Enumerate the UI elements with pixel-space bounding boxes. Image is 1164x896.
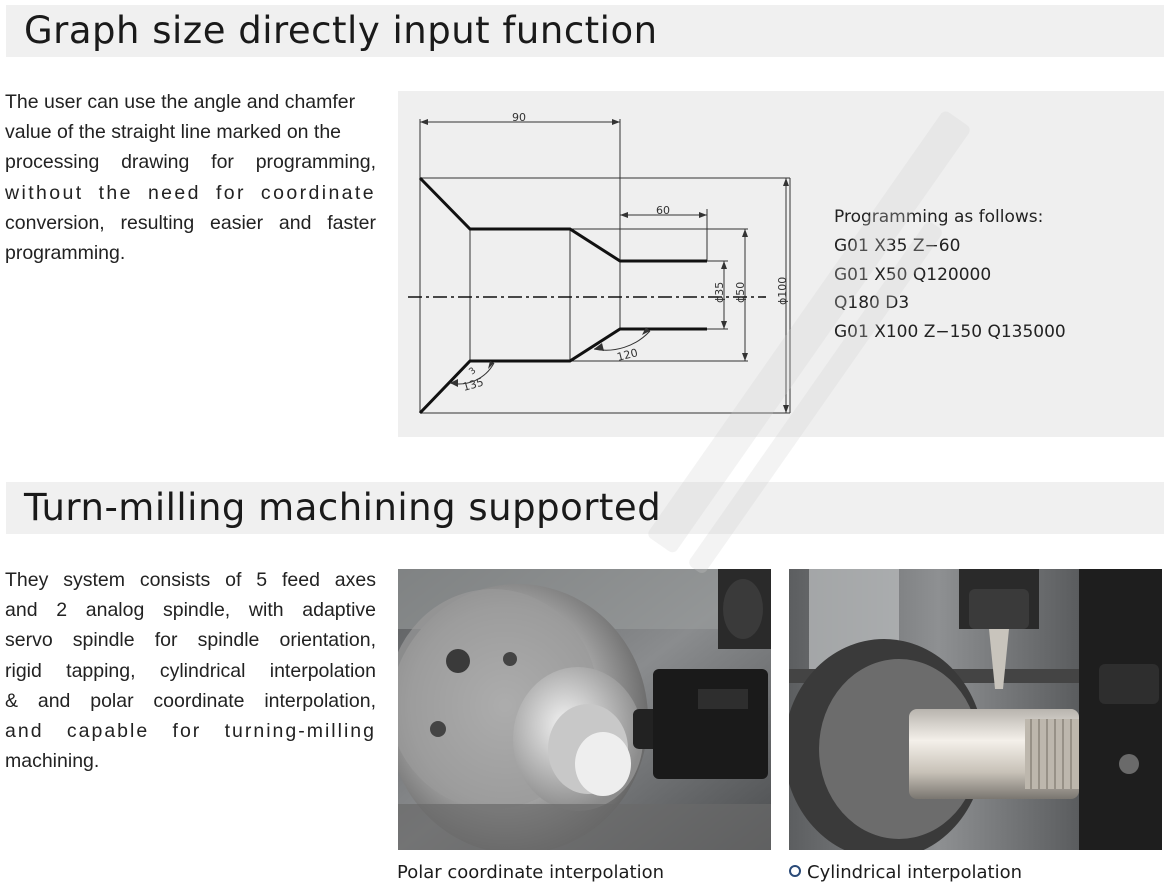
dim-dia100-label: ϕ100 bbox=[776, 277, 789, 305]
section1-line: without the need for coordinate bbox=[5, 181, 376, 204]
section2-line: and capable for turning-milling bbox=[5, 720, 376, 743]
section2-line: machining. bbox=[5, 750, 100, 773]
programming-line: G01 X35 Z−60 bbox=[834, 235, 961, 256]
section1-title: Graph size directly input function bbox=[24, 9, 658, 52]
technical-drawing: 90 60 ϕ35 ϕ50 ϕ100 120 135 3 bbox=[408, 111, 791, 415]
photo-cylindrical-interpolation bbox=[789, 569, 1162, 850]
part-profile-bottom bbox=[418, 327, 707, 415]
section2-title: Turn-milling machining supported bbox=[24, 486, 662, 529]
caption-cylindrical: Cylindrical interpolation bbox=[789, 862, 1022, 883]
machining-photo-1 bbox=[398, 569, 771, 850]
section1-line: conversion, resulting easier and faster bbox=[5, 211, 376, 234]
section2-description: They system consists of 5 feed axes and … bbox=[5, 565, 376, 776]
dim-60-label: 60 bbox=[656, 204, 670, 217]
section2-line: and 2 analog spindle, with adaptive bbox=[5, 599, 376, 622]
section1-header: Graph size directly input function bbox=[6, 5, 1164, 57]
dim-dia50-label: ϕ50 bbox=[734, 282, 747, 303]
machining-photo-2 bbox=[789, 569, 1162, 850]
programming-heading: Programming as follows: bbox=[834, 207, 1044, 227]
dim-dia35-label: ϕ35 bbox=[713, 282, 726, 303]
caption-polar: Polar coordinate interpolation bbox=[397, 862, 664, 883]
section2-line: servo spindle for spindle orientation, bbox=[5, 629, 376, 652]
programming-line: G01 X100 Z−150 Q135000 bbox=[834, 322, 1066, 343]
section1-description: The user can use the angle and chamfer v… bbox=[5, 87, 376, 268]
section2-line: They system consists of 5 feed axes bbox=[5, 569, 376, 591]
section1-line: processing drawing for programming, bbox=[5, 151, 376, 174]
programming-block: Programming as follows: G01 X35 Z−60 G01… bbox=[834, 203, 1066, 347]
programming-line: G01 X50 Q120000 bbox=[834, 264, 992, 285]
technical-drawing-panel: 90 60 ϕ35 ϕ50 ϕ100 120 135 3 bbox=[398, 91, 1164, 437]
section2-header: Turn-milling machining supported bbox=[6, 482, 1164, 534]
chamfer-3-label: 3 bbox=[468, 366, 479, 377]
section1-line: programming. bbox=[5, 242, 126, 265]
dim-90-label: 90 bbox=[512, 111, 526, 124]
section2-line: & and polar coordinate interpolation, bbox=[5, 689, 376, 712]
angle-135-label: 135 bbox=[461, 376, 485, 394]
part-profile-top bbox=[418, 176, 707, 263]
angle-120-label: 120 bbox=[616, 346, 640, 364]
photo-polar-interpolation bbox=[398, 569, 771, 850]
bullet-ring-icon bbox=[789, 865, 801, 877]
section2-line: rigid tapping, cylindrical interpolation bbox=[5, 659, 376, 682]
section1-line: The user can use the angle and chamfer bbox=[5, 91, 356, 113]
caption-cylindrical-text: Cylindrical interpolation bbox=[807, 862, 1022, 883]
programming-line: Q180 D3 bbox=[834, 293, 910, 314]
section1-line: value of the straight line marked on the bbox=[5, 121, 342, 144]
